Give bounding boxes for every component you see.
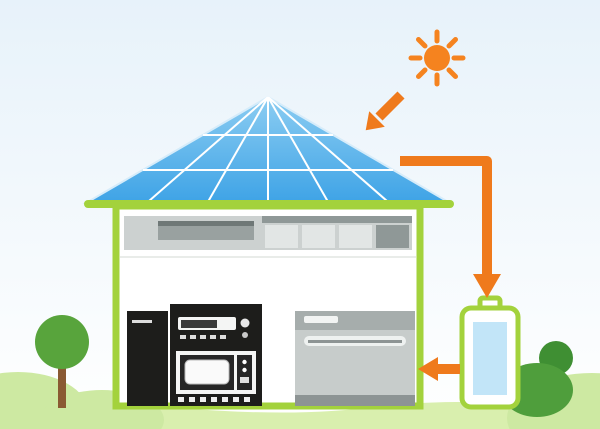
sun-icon bbox=[408, 29, 466, 87]
sun-rays bbox=[408, 29, 466, 87]
window-pane-shaded bbox=[376, 225, 409, 248]
oven-button-pad bbox=[240, 377, 249, 383]
floor-divider bbox=[120, 256, 416, 258]
energy-flow-arrows bbox=[365, 91, 501, 381]
cabinet-handle bbox=[132, 320, 152, 323]
storage-battery bbox=[459, 295, 521, 410]
window-pane bbox=[339, 225, 372, 248]
dishwasher-kickplate bbox=[295, 395, 415, 406]
house bbox=[82, 95, 454, 410]
left-tree-trunk bbox=[58, 360, 66, 408]
oven-microwave-stack bbox=[170, 304, 262, 406]
tall-cabinet bbox=[127, 311, 168, 406]
control-knob-small bbox=[242, 332, 248, 338]
range-hood bbox=[158, 221, 254, 240]
dishwasher-top-strip bbox=[295, 311, 415, 330]
window-pane bbox=[265, 225, 298, 248]
solar-panel-grid bbox=[143, 96, 393, 204]
left-greenery bbox=[0, 315, 164, 429]
hood-edge bbox=[158, 221, 254, 226]
oven-dot-button bbox=[242, 359, 247, 365]
cabinet-body bbox=[127, 311, 168, 406]
kitchen-appliances bbox=[127, 304, 415, 406]
battery-cell bbox=[473, 322, 507, 395]
display-screen bbox=[181, 320, 217, 328]
button-row bbox=[180, 335, 226, 339]
dishwasher-handle-groove bbox=[308, 340, 402, 343]
arrow-roof-to-battery bbox=[400, 156, 501, 298]
arrow-sun-to-roof bbox=[365, 91, 405, 131]
left-tree-canopy bbox=[35, 315, 89, 369]
oven-dot-button bbox=[242, 367, 247, 373]
dishwasher bbox=[295, 311, 415, 406]
window-top-strip bbox=[262, 216, 412, 223]
dishwasher-slot bbox=[304, 316, 338, 323]
window-pane bbox=[302, 225, 335, 248]
oven-window-glass bbox=[184, 359, 230, 385]
arrow-battery-to-house bbox=[418, 357, 460, 381]
second-floor bbox=[124, 216, 412, 250]
control-knob bbox=[240, 318, 250, 328]
vent-row bbox=[178, 397, 250, 402]
sun-disc bbox=[424, 45, 450, 71]
